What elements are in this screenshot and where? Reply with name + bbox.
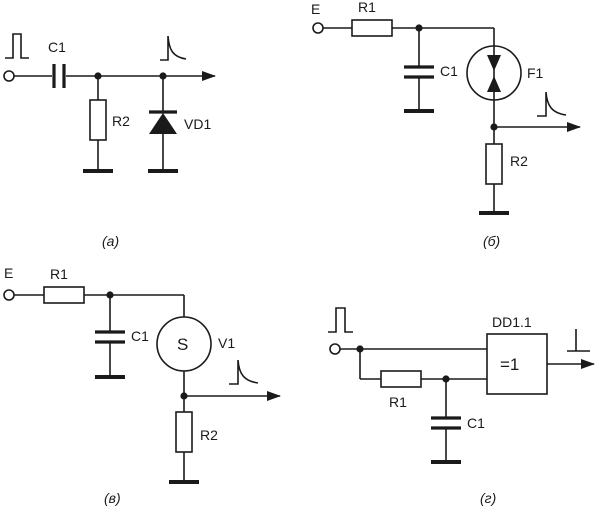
panel-caption-v: (в)	[104, 490, 121, 506]
supply-label: E	[311, 1, 320, 17]
resistor-label: R2	[112, 113, 130, 129]
spike-output-icon	[537, 91, 567, 117]
panel-b: E R1 C1 F1 R2 (б)	[311, 0, 581, 249]
capacitor-label: C1	[131, 328, 149, 344]
switch-label: V1	[218, 335, 235, 351]
resistor-label: R1	[50, 266, 68, 282]
gate-symbol: =1	[500, 355, 519, 374]
panel-caption-b: (б)	[483, 233, 500, 249]
resistor-label: R1	[389, 394, 407, 410]
xor-gate-dd1	[486, 333, 548, 395]
gate-label: DD1.1	[492, 314, 532, 330]
input-terminal	[3, 70, 15, 82]
resistor-r2	[175, 411, 193, 453]
pulse-output-icon	[567, 329, 590, 352]
pulse-input-icon	[5, 33, 29, 59]
resistor-label: R1	[358, 0, 376, 15]
resistor-r2	[485, 143, 503, 185]
panel-caption-a: (а)	[102, 233, 119, 249]
panel-caption-g: (г)	[480, 490, 496, 506]
spike-output-icon	[160, 35, 187, 61]
diode-vd1	[149, 113, 177, 134]
supply-terminal	[3, 289, 15, 301]
neon-electrode	[487, 55, 501, 71]
capacitor-label: C1	[48, 39, 66, 55]
resistor-r1	[43, 286, 85, 304]
supply-terminal	[312, 22, 324, 34]
diode-label: VD1	[184, 116, 211, 132]
spike-output-icon	[229, 359, 259, 385]
resistor-label: R2	[510, 153, 528, 169]
resistor-r1	[351, 19, 393, 37]
capacitor-label: C1	[467, 415, 485, 431]
resistor-label: R2	[200, 427, 218, 443]
panel-g: R1 C1 =1 DD1.1 (г)	[328, 307, 595, 506]
resistor-r1	[380, 370, 422, 388]
neon-electrode	[487, 76, 501, 92]
supply-label: E	[4, 265, 13, 281]
pulse-input-icon	[328, 307, 353, 333]
resistor-r2	[89, 99, 107, 141]
neon-label: F1	[527, 65, 544, 81]
input-terminal	[329, 343, 341, 355]
switch-letter: S	[177, 335, 188, 354]
panel-a: C1 R2 VD1 (а)	[3, 33, 216, 249]
panel-v: E R1 C1 S V1 R2 (в)	[3, 265, 281, 506]
capacitor-label: C1	[440, 63, 458, 79]
